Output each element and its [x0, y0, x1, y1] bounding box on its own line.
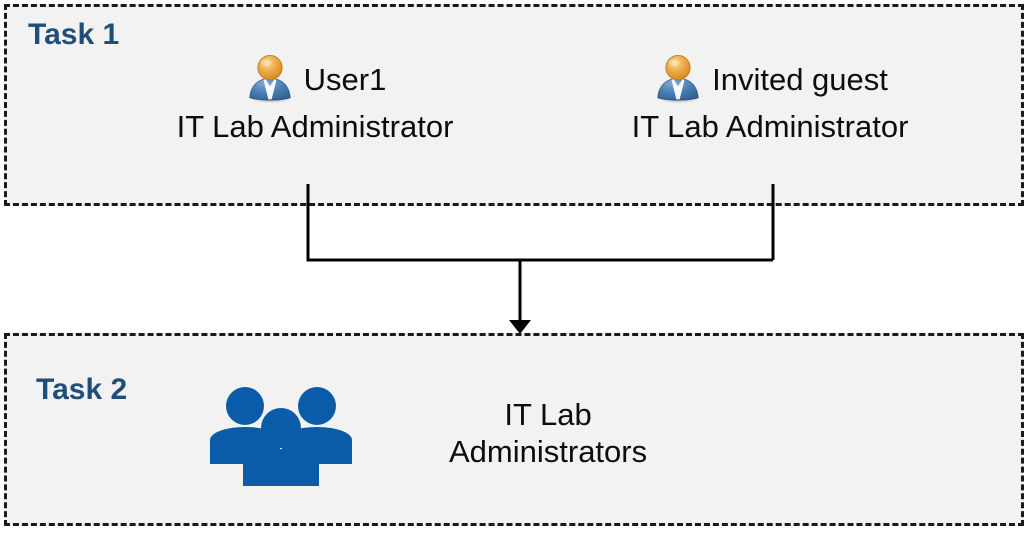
group-name-label: IT Lab Administrators: [449, 397, 648, 469]
person-header-row: User1: [120, 52, 510, 106]
person-block-invited-guest: Invited guest IT Lab Administrator: [570, 52, 970, 145]
task-2-panel: [4, 333, 1024, 526]
group-block: IT Lab Administrators: [205, 380, 647, 488]
person-role-invited-guest: IT Lab Administrator: [631, 109, 909, 144]
task-1-panel: [4, 4, 1024, 206]
task-2-label: Task 2: [36, 373, 128, 406]
person-header-row: Invited guest: [570, 52, 970, 106]
person-role-user1: IT Lab Administrator: [176, 109, 454, 144]
person-name-invited-guest: Invited guest: [712, 61, 888, 97]
person-icon: [657, 55, 699, 104]
person-icon: [248, 55, 291, 104]
person-block-user1: User1 IT Lab Administrator: [120, 52, 510, 145]
people-group-icon: [210, 387, 352, 486]
task-1-label: Task 1: [28, 18, 120, 51]
person-name-user1: User1: [303, 61, 387, 97]
